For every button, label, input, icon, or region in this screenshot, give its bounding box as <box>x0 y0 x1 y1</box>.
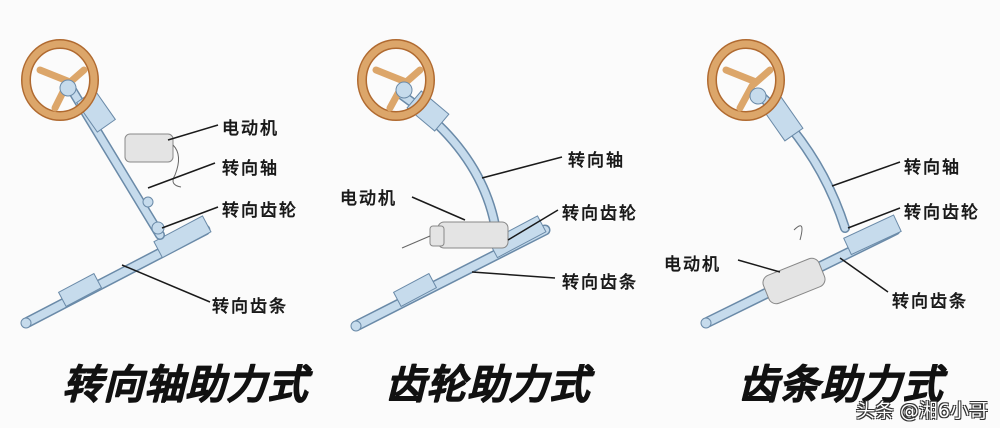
label-shaft: 转向轴 <box>568 151 625 171</box>
steering-rack <box>20 215 212 329</box>
panel-pinion-assist: 转向轴 电动机 转向齿轮 转向齿条 齿轮助力式 <box>330 0 660 428</box>
steering-wheel <box>21 39 99 121</box>
steering-shaft <box>755 90 850 233</box>
label-motor: 电动机 <box>340 189 397 209</box>
label-rack: 转向齿条 <box>212 297 288 317</box>
label-shaft: 转向轴 <box>222 159 279 179</box>
electric-motor <box>762 225 826 305</box>
rack-assist-illustration <box>700 39 902 329</box>
label-rack: 转向齿条 <box>562 273 638 293</box>
label-motor: 电动机 <box>664 255 721 275</box>
steering-wheel <box>357 39 435 121</box>
title-pinion-assist: 齿轮助力式 <box>385 362 590 408</box>
column-assist-illustration <box>20 39 219 329</box>
title-rack-assist: 齿条助力式 <box>738 362 943 408</box>
steering-shaft <box>67 85 165 240</box>
steering-wheel <box>707 39 785 121</box>
label-shaft: 转向轴 <box>904 158 961 178</box>
electric-motor <box>124 133 182 188</box>
label-gear: 转向齿轮 <box>904 203 980 223</box>
label-motor: 电动机 <box>222 119 279 139</box>
label-rack: 转向齿条 <box>892 292 968 312</box>
watermark: 头条 @湘6小哥 <box>855 400 988 422</box>
pinion-assist-illustration <box>350 39 563 332</box>
panel-rack-assist: 转向轴 转向齿轮 电动机 转向齿条 齿条助力式 <box>660 0 1000 428</box>
electric-motor <box>401 221 509 249</box>
label-gear: 转向齿轮 <box>562 204 638 224</box>
label-gear: 转向齿轮 <box>222 201 298 221</box>
title-column-assist: 转向轴助力式 <box>62 362 308 408</box>
panel-column-assist: 电动机 转向轴 转向齿轮 转向齿条 转向轴助力式 <box>0 0 330 428</box>
steering-rack <box>350 215 551 332</box>
